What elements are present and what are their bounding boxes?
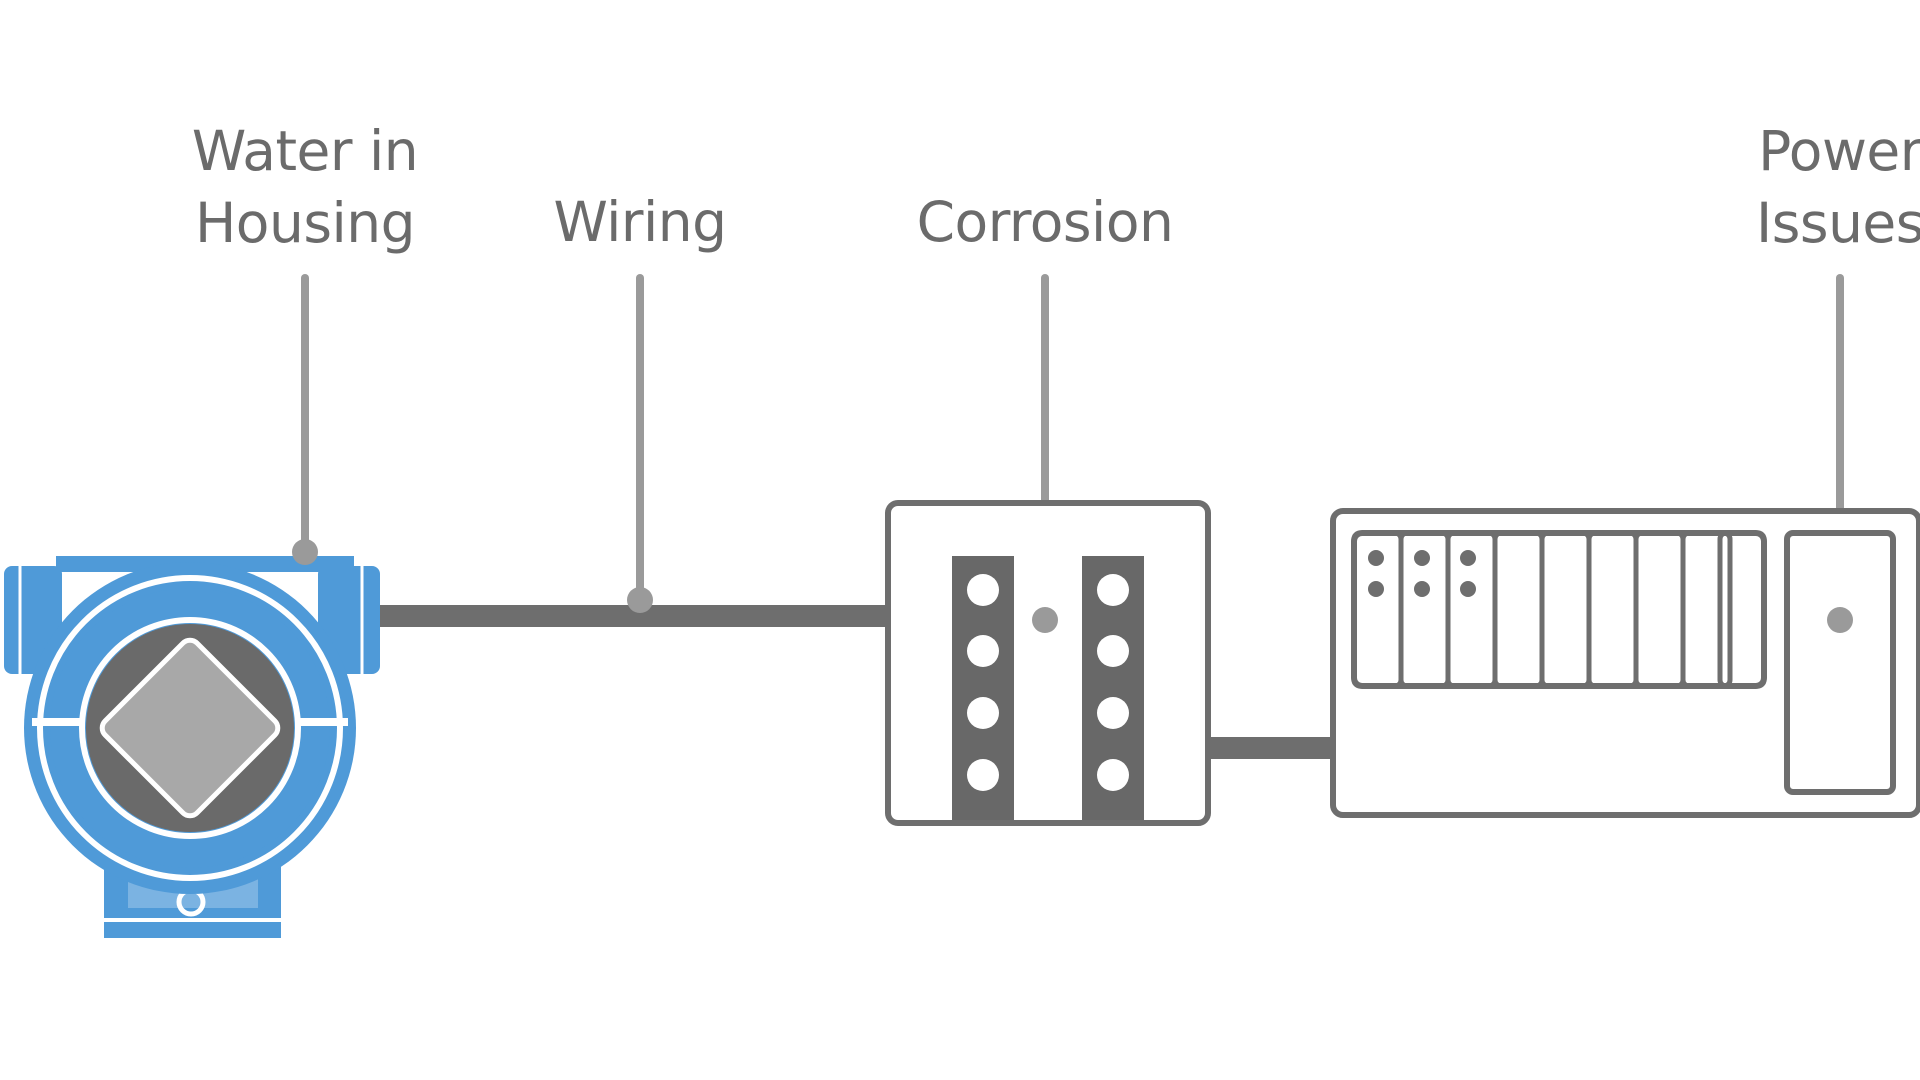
- leader-dot-water: [292, 539, 318, 565]
- label-power-line2: Issues: [1756, 191, 1920, 255]
- control-system-rack-icon: [1330, 508, 1920, 818]
- terminal-screws: [967, 574, 1129, 791]
- power-supply-module: [1784, 530, 1896, 795]
- rack-slot-leds: [1368, 550, 1476, 597]
- rack-slots: [1351, 530, 1767, 689]
- leader-dots: [292, 539, 1853, 633]
- label-water-line2: Housing: [194, 191, 416, 255]
- label-wiring: Wiring: [510, 186, 770, 258]
- leader-dot-wiring: [627, 587, 653, 613]
- label-power-line1: Power: [1758, 119, 1920, 183]
- label-wiring-text: Wiring: [553, 190, 727, 254]
- label-corrosion: Corrosion: [880, 186, 1210, 258]
- junction-box-icon: [885, 500, 1211, 826]
- label-power-issues: Power Issues: [1720, 115, 1920, 259]
- leader-dot-power: [1827, 607, 1853, 633]
- pressure-transmitter-icon: [4, 556, 380, 938]
- label-water-line1: Water in: [191, 119, 419, 183]
- label-corrosion-text: Corrosion: [916, 190, 1174, 254]
- leader-dot-corrosion: [1032, 607, 1058, 633]
- label-water-in-housing: Water in Housing: [150, 115, 460, 259]
